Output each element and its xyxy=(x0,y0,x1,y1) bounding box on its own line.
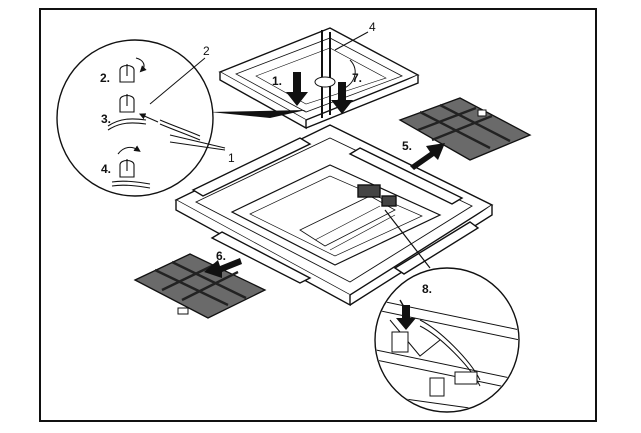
air-filter-left xyxy=(133,253,267,319)
arrow-step6 xyxy=(204,258,242,278)
air-filter-right xyxy=(398,97,532,161)
label-step4: 4. xyxy=(101,162,112,176)
callout-1: 1 xyxy=(228,151,235,165)
label-step6: 6. xyxy=(216,249,227,263)
callout-4-leader xyxy=(334,31,369,51)
label-step3: 3. xyxy=(101,112,112,126)
arrow-step7 xyxy=(331,82,353,114)
label-step8: 8. xyxy=(422,282,433,296)
detail-circle-right xyxy=(374,267,520,413)
arrow-step1 xyxy=(286,72,308,106)
clip-step4 xyxy=(111,145,151,189)
cover-hole xyxy=(314,76,336,88)
label-step1: 1. xyxy=(272,74,283,88)
callout-4: 4 xyxy=(369,20,376,34)
label-step7: 7. xyxy=(352,71,363,85)
label-step5: 5. xyxy=(402,139,413,153)
arrow-step8 xyxy=(396,305,416,330)
label-step2: 2. xyxy=(100,71,111,85)
grille-cover-panel xyxy=(218,27,420,130)
clip-step3 xyxy=(119,94,135,113)
zoom-leader xyxy=(384,209,431,269)
callout-wedge xyxy=(210,110,306,118)
detail-circle-left xyxy=(56,39,226,197)
callout-2: 2 xyxy=(203,44,210,58)
clip-step2 xyxy=(119,57,147,83)
arrows xyxy=(204,72,445,278)
cable-step3 xyxy=(107,113,201,141)
arrow-step5 xyxy=(410,143,445,170)
